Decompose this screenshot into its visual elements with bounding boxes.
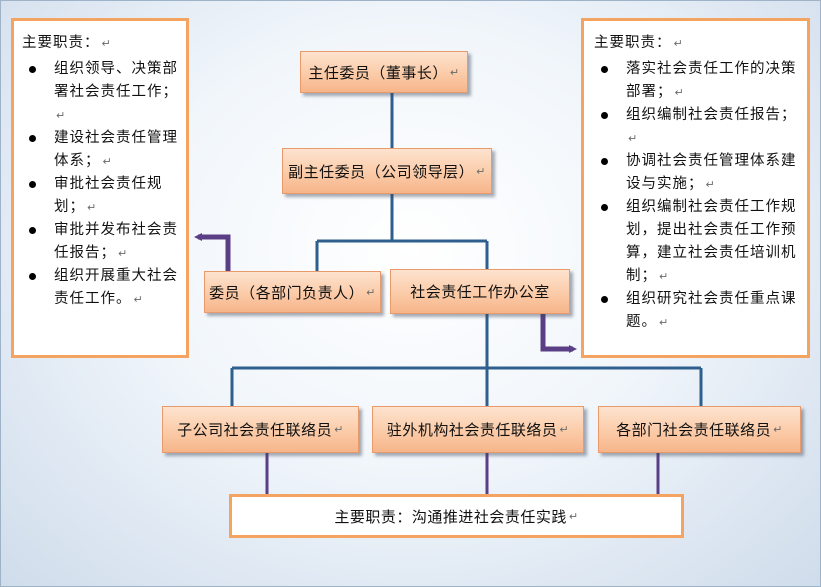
left-responsibilities-panel: 主要职责：↵ 组织领导、决策部署社会责任工作；↵建设社会责任管理体系；↵审批社会…	[11, 18, 189, 358]
dept-liaison-node: 各部门社会责任联络员↵	[598, 406, 801, 453]
liaison-responsibilities-box: 主要职责：沟通推进社会责任实践↵	[229, 494, 684, 538]
arrow-to-right-panel	[540, 314, 577, 353]
left-panel-item: 组织开展重大社会责任工作。↵	[22, 265, 178, 311]
left-panel-item: 审批社会责任规划；↵	[22, 173, 178, 219]
vice-chairman-node: 副主任委员（公司领导层）↵	[282, 148, 492, 194]
right-panel-item: 组织编制社会责任报告；↵	[594, 104, 799, 150]
right-panel-item: 落实社会责任工作的决策部署；↵	[594, 58, 799, 104]
left-panel-title: 主要职责：↵	[22, 35, 112, 51]
left-panel-list: 组织领导、决策部署社会责任工作；↵建设社会责任管理体系；↵审批社会责任规划；↵审…	[22, 58, 178, 311]
left-panel-item: 建设社会责任管理体系；↵	[22, 127, 178, 173]
right-panel-item: 组织研究社会责任重点课题。↵	[594, 288, 799, 334]
right-panel-title: 主要职责：↵	[594, 35, 684, 51]
overseas-liaison-node: 驻外机构社会责任联络员↵	[372, 406, 584, 453]
left-panel-item: 审批并发布社会责任报告；↵	[22, 219, 178, 265]
arrow-to-left-panel	[194, 233, 231, 271]
right-panel-list: 落实社会责任工作的决策部署；↵组织编制社会责任报告；↵协调社会责任管理体系建设与…	[594, 58, 799, 334]
right-panel-item: 协调社会责任管理体系建设与实施；↵	[594, 150, 799, 196]
members-node: 委员（各部门负责人）↵	[204, 271, 381, 313]
subsidiary-liaison-node: 子公司社会责任联络员↵	[162, 406, 359, 453]
chairman-node: 主任委员（董事长）↵	[300, 51, 468, 93]
right-responsibilities-panel: 主要职责：↵ 落实社会责任工作的决策部署；↵组织编制社会责任报告；↵协调社会责任…	[581, 18, 810, 358]
right-panel-item: 组织编制社会责任工作规划，提出社会责任工作预算，建立社会责任培训机制；↵	[594, 196, 799, 288]
left-panel-item: 组织领导、决策部署社会责任工作；↵	[22, 58, 178, 127]
csr-office-node: 社会责任工作办公室	[390, 269, 570, 314]
